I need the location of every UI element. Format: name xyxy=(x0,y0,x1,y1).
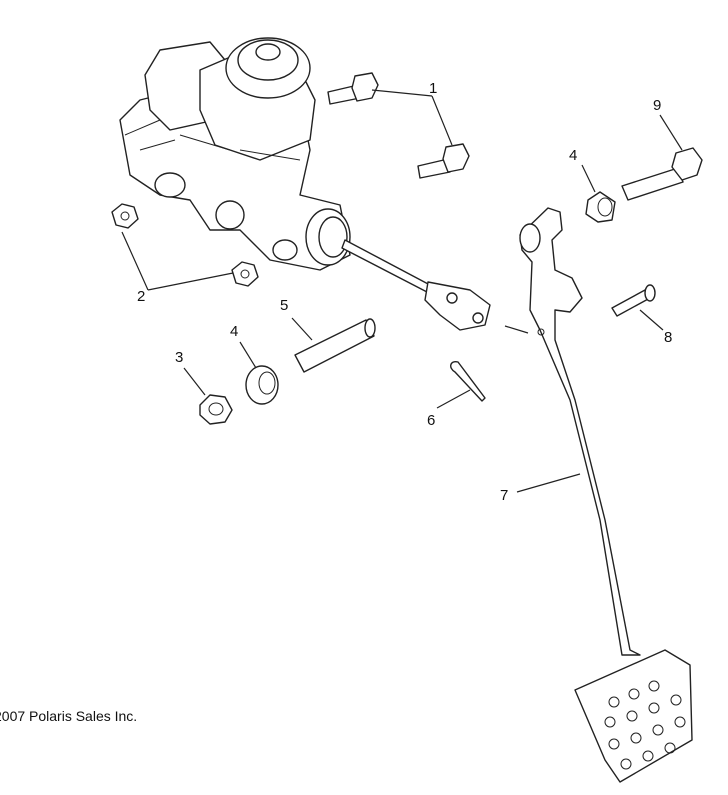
cotter-pin xyxy=(450,360,486,402)
brake-pedal xyxy=(519,207,693,783)
master-cylinder xyxy=(119,37,491,331)
pedal-pad-holes xyxy=(604,680,686,770)
callout-9: 9 xyxy=(653,97,661,114)
pivot-bolt xyxy=(621,147,703,201)
callout-5: 5 xyxy=(280,297,288,314)
nut-lower xyxy=(231,261,259,287)
leader-lines xyxy=(121,89,683,493)
callout-4-left: 4 xyxy=(230,323,238,340)
callout-6: 6 xyxy=(427,412,435,429)
callout-8: 8 xyxy=(664,329,672,346)
callout-1: 1 xyxy=(429,80,437,97)
callout-2: 2 xyxy=(137,288,145,305)
bolt-upper xyxy=(327,72,379,105)
copyright-text: 2007 Polaris Sales Inc. xyxy=(0,708,138,724)
lock-nut xyxy=(199,394,233,425)
callout-4-right: 4 xyxy=(569,147,577,164)
callout-3: 3 xyxy=(175,349,183,366)
sleeve xyxy=(294,318,376,373)
bushing-left xyxy=(245,365,279,405)
clevis-pin xyxy=(611,284,656,317)
bolt-lower xyxy=(417,143,470,179)
bushing-right xyxy=(585,191,616,223)
nut-upper xyxy=(111,203,139,229)
callout-7: 7 xyxy=(500,487,508,504)
